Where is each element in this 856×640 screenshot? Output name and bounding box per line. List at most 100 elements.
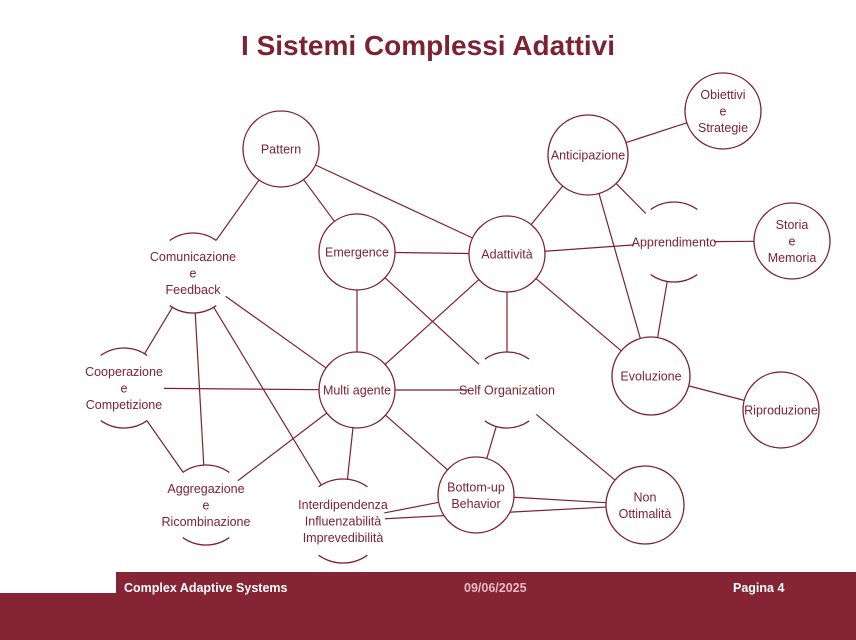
node-label-line: e xyxy=(190,267,197,281)
node-arc-bottom xyxy=(169,305,217,314)
node-circle xyxy=(684,72,762,150)
node-adattivita: Adattività xyxy=(468,215,546,293)
node-label-line: Emergence xyxy=(325,246,389,260)
edge-comunicazione-interdipendenza xyxy=(213,306,322,486)
edge-cooperazione-multiagente xyxy=(163,387,320,391)
node-label-line: Interdipendenza xyxy=(298,498,388,512)
node-label-line: Adattività xyxy=(481,248,532,262)
node-arc-top xyxy=(182,464,230,473)
edge-pattern-emergence xyxy=(303,179,335,222)
node-circle xyxy=(547,114,629,196)
node-backdrop xyxy=(469,352,545,428)
edge-bottomup-interdipendenza xyxy=(384,501,439,514)
node-anticipazione: Anticipazione xyxy=(547,114,629,196)
node-arc-top xyxy=(484,351,530,360)
node-label-line: Strategie xyxy=(698,121,748,135)
node-label-line: Pattern xyxy=(261,143,301,157)
node-label-line: Memoria xyxy=(768,251,817,265)
node-circle xyxy=(468,215,546,293)
node-label-line: Cooperazione xyxy=(85,365,163,379)
node-circle xyxy=(753,202,831,280)
edge-apprendimento-evoluzione xyxy=(657,281,668,338)
node-arc-top xyxy=(650,201,698,210)
node-label-line: Competizione xyxy=(86,398,162,412)
node-circle xyxy=(318,351,396,429)
node-selforg: Self Organization xyxy=(459,351,555,429)
node-label-line: Aggregazione xyxy=(167,482,244,496)
edge-pattern-comunicazione xyxy=(215,179,260,241)
node-label-line: e xyxy=(121,382,128,396)
node-backdrop xyxy=(301,479,385,563)
node-label-line: Feedback xyxy=(166,283,222,297)
node-pattern: Pattern xyxy=(242,110,320,188)
node-multiagente: Multi agente xyxy=(318,351,396,429)
node-arc-bottom xyxy=(100,420,148,429)
node-backdrop xyxy=(166,465,246,545)
footer-page-number: Pagina 4 xyxy=(733,581,785,595)
footer-band-top xyxy=(116,572,856,594)
footer-date: 09/06/2025 xyxy=(464,581,527,595)
node-label-line: e xyxy=(789,235,796,249)
node-interdipendenza: InterdipendenzaInfluenzabilitàImprevedib… xyxy=(298,478,388,564)
edge-multiagente-interdipendenza xyxy=(346,427,354,480)
node-label-line: e xyxy=(720,105,727,119)
node-arc-bottom xyxy=(318,554,368,564)
edge-pattern-adattivita xyxy=(315,164,473,239)
edge-selforg-bottomup xyxy=(486,426,497,459)
node-circle xyxy=(242,110,320,188)
node-label-line: Ricombinazione xyxy=(162,515,251,529)
edge-adattivita-apprendimento xyxy=(544,244,635,252)
node-apprendimento: Apprendimento xyxy=(632,201,717,283)
node-label-line: Self Organization xyxy=(459,384,555,398)
node-arc-top xyxy=(169,232,217,241)
node-circle xyxy=(437,456,515,534)
node-riproduzione: Riproduzione xyxy=(742,371,820,449)
edge-multiagente-bottomup xyxy=(385,414,448,471)
node-label-line: Bottom-up xyxy=(447,480,505,494)
edge-cooperazione-aggregazione xyxy=(146,420,184,473)
node-emergence: Emergence xyxy=(318,213,396,291)
edge-comunicazione-cooperazione xyxy=(144,306,173,355)
edge-bottomup-nonott xyxy=(513,496,607,504)
node-circle xyxy=(318,213,396,291)
node-arc-bottom xyxy=(182,537,230,546)
node-label-line: Storia xyxy=(776,218,809,232)
edge-adattivita-multiagente xyxy=(384,279,480,365)
node-label-line: Apprendimento xyxy=(632,236,717,250)
node-label-line: Multi agente xyxy=(323,384,391,398)
edge-selforg-nonott xyxy=(535,413,616,481)
footer-band xyxy=(0,593,856,640)
edge-emergence-adattivita xyxy=(394,251,470,255)
node-label-line: Influenzabilità xyxy=(305,515,381,529)
slide-title: I Sistemi Complessi Adattivi xyxy=(241,30,615,61)
node-label-line: Comunicazione xyxy=(150,250,236,264)
edge-adattivita-evoluzione xyxy=(535,278,622,352)
node-label-line: Non xyxy=(634,490,657,504)
node-backdrop xyxy=(634,202,714,282)
node-backdrop xyxy=(153,233,233,313)
node-evoluzione: Evoluzione xyxy=(611,336,691,416)
node-label-line: Imprevedibilità xyxy=(303,531,384,545)
edge-evoluzione-riproduzione xyxy=(688,385,745,401)
node-arc-top xyxy=(100,347,148,356)
node-label-line: e xyxy=(203,499,210,513)
node-circle xyxy=(605,465,685,545)
edge-multiagente-aggregazione xyxy=(237,412,328,482)
node-label-line: Riproduzione xyxy=(744,404,818,418)
edge-anticipazione-apprendimento xyxy=(615,183,647,214)
edge-comunicazione-multiagente xyxy=(225,295,327,369)
node-label-line: Ottimalità xyxy=(619,507,672,521)
edge-anticipazione-evoluzione xyxy=(598,193,641,339)
node-arc-top xyxy=(318,478,368,488)
node-label-line: Obiettivi xyxy=(700,88,745,102)
node-circle xyxy=(611,336,691,416)
node-arc-bottom xyxy=(484,420,530,429)
edge-emergence-selforg xyxy=(384,277,480,365)
